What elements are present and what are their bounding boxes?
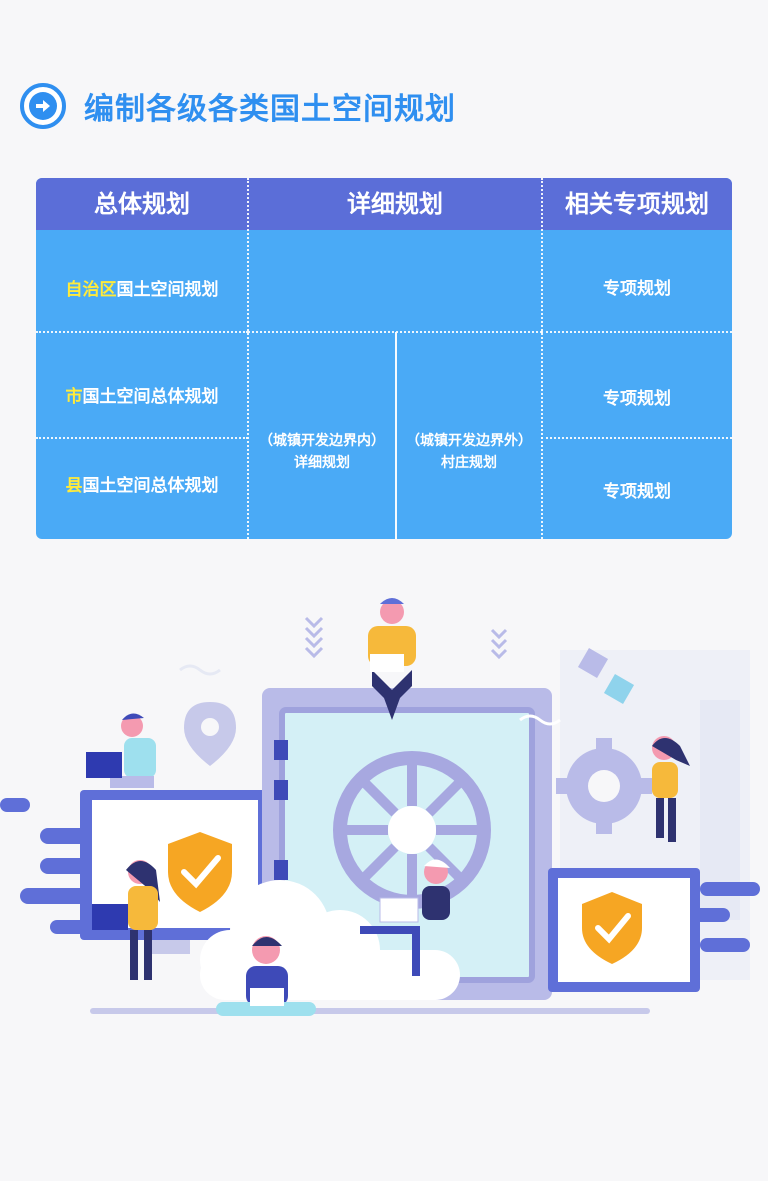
special-plan-city: 专项规划: [603, 389, 671, 409]
row-county-plan: 县国土空间总体规划: [36, 471, 248, 496]
row-divider: [541, 437, 732, 439]
column-divider: [247, 178, 249, 539]
page-title: 编制各级各类国土空间规划: [84, 92, 456, 127]
detail-inside-boundary: （城镇开发边界内） 详细规划: [248, 430, 396, 474]
header-overall-planning: 总体规划: [94, 190, 190, 218]
person-on-cloud: [360, 859, 450, 976]
laptop-icon: [86, 752, 122, 778]
laptop-icon: [250, 988, 284, 1006]
ground-line: [90, 1008, 650, 1014]
row-city-plan: 市国土空间总体规划: [36, 382, 248, 407]
person-on-monitor: [86, 713, 156, 788]
plan-label: 国土空间总体规划: [82, 476, 219, 496]
level-label: 市: [65, 387, 83, 407]
row-divider: [541, 331, 732, 333]
arrow-right-circle-icon: [20, 83, 66, 129]
row-region-plan: 自治区国土空间规划: [36, 275, 248, 300]
level-label: 县: [65, 476, 83, 496]
puzzle-icon: [577, 647, 635, 705]
plan-label: 国土空间规划: [116, 280, 219, 300]
table-header: [36, 178, 732, 230]
detail-outside-boundary: （城镇开发边界外） 村庄规划: [396, 430, 542, 474]
detail-inside-qualifier: （城镇开发边界内）: [259, 433, 385, 449]
level-label: 自治区: [65, 280, 117, 300]
detail-outside-qualifier: （城镇开发边界外）: [406, 433, 532, 449]
person-front: [216, 936, 316, 1016]
detail-inside-name: 详细规划: [294, 455, 350, 471]
person-on-safe: [368, 598, 416, 720]
row-divider: [36, 331, 248, 333]
planning-table: 总体规划 详细规划 相关专项规划 自治区国土空间规划 市国土空间总体规划 县国土…: [36, 178, 732, 539]
location-pin-icon: [184, 702, 236, 766]
laptop-icon: [92, 904, 128, 930]
special-plan-region: 专项规划: [603, 279, 671, 299]
security-illustration: [0, 590, 768, 1050]
header-detailed-planning: 详细规划: [347, 190, 443, 218]
person-on-gear: [652, 736, 690, 842]
shield-check-icon: [168, 832, 232, 912]
header-special-planning: 相关专项规划: [565, 190, 709, 218]
laptop-icon: [370, 654, 404, 672]
row-divider: [36, 437, 248, 439]
person-left: [92, 860, 160, 980]
row-divider: [248, 331, 542, 333]
chevron-down-icon: [304, 616, 508, 660]
shield-check-icon: [582, 892, 642, 964]
column-divider: [541, 178, 543, 539]
special-plan-county: 专项规划: [603, 482, 671, 502]
gear-icon: [556, 738, 652, 834]
detail-outside-name: 村庄规划: [441, 455, 497, 471]
section-header: 编制各级各类国土空间规划: [20, 78, 456, 134]
column-divider: [395, 332, 397, 539]
laptop-icon: [379, 897, 419, 923]
plan-label: 国土空间总体规划: [82, 387, 219, 407]
